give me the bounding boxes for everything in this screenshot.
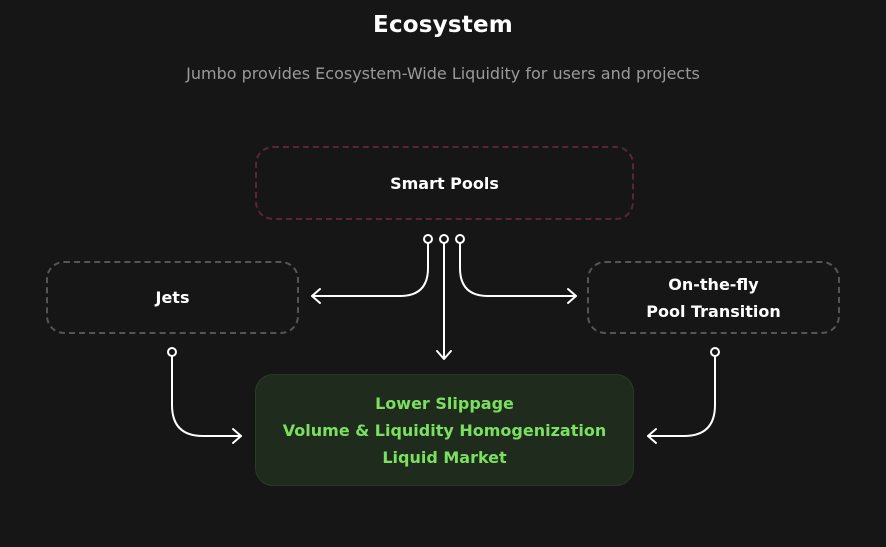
arrowhead-benefits-top bbox=[436, 350, 452, 360]
page-subtitle: Jumbo provides Ecosystem-Wide Liquidity … bbox=[186, 64, 700, 83]
smart-pools-label: Smart Pools bbox=[390, 173, 499, 193]
arrowhead-jets bbox=[311, 288, 321, 304]
benefits-node: Lower Slippage Volume & Liquidity Homoge… bbox=[255, 374, 634, 486]
connector-origin-transition bbox=[455, 234, 465, 244]
benefit-homogenization: Volume & Liquidity Homogenization bbox=[282, 420, 607, 440]
connector-pools-to-transition bbox=[459, 242, 577, 297]
smart-pools-node: Smart Pools bbox=[255, 146, 634, 220]
connector-origin-jets bbox=[423, 234, 433, 244]
jets-node: Jets bbox=[46, 261, 299, 334]
benefit-lower-slippage: Lower Slippage bbox=[375, 393, 514, 413]
pool-transition-node: On-the-fly Pool Transition bbox=[587, 261, 840, 334]
benefit-liquid-market: Liquid Market bbox=[382, 447, 507, 467]
connector-pools-to-jets bbox=[311, 242, 429, 297]
page-title: Ecosystem bbox=[373, 12, 513, 38]
pool-transition-label-line-2: Pool Transition bbox=[646, 301, 781, 321]
arrowhead-benefits-left bbox=[232, 428, 242, 444]
pool-transition-label-line-1: On-the-fly bbox=[668, 274, 759, 294]
connector-jets-to-benefits bbox=[171, 355, 242, 437]
connector-origin-benefits bbox=[439, 234, 449, 244]
connector-origin-from-jets bbox=[167, 347, 177, 357]
connector-transition-to-benefits bbox=[647, 355, 716, 437]
connector-origin-from-transition bbox=[710, 347, 720, 357]
arrowhead-transition bbox=[567, 288, 577, 304]
jets-label: Jets bbox=[155, 288, 190, 307]
arrowhead-benefits-right bbox=[647, 428, 657, 444]
